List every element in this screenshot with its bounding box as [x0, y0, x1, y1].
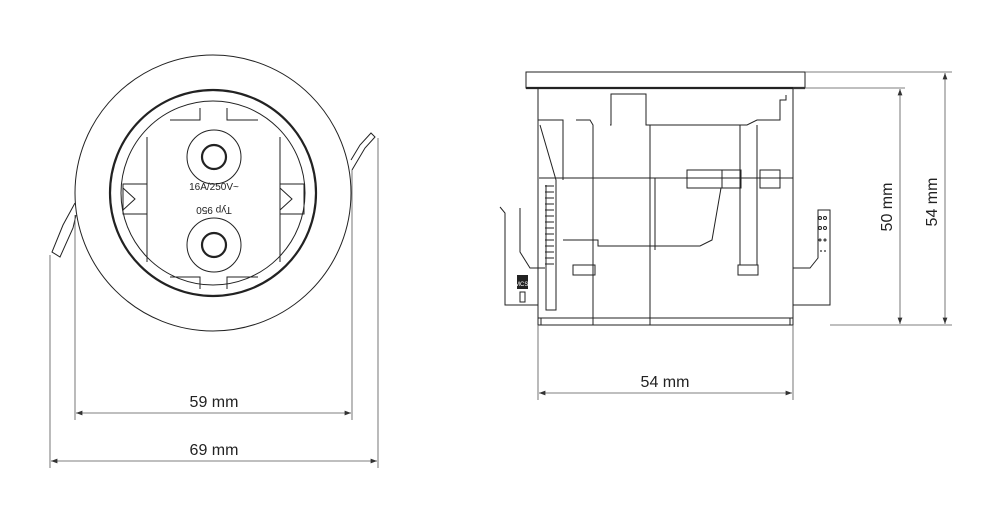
- clamp-tabs: [51, 132, 376, 258]
- socket-ring-inner: [120, 100, 306, 286]
- dim-label-69: 69 mm: [190, 442, 239, 459]
- rating-label: 16A/250V~: [189, 182, 239, 193]
- dim-label-body-height: 50 mm: [879, 183, 896, 232]
- side-view: MCSI 54 mm 50 mm 54 mm: [499, 71, 952, 400]
- pin-hole-bottom: [186, 217, 242, 273]
- extension-lines: [49, 138, 379, 468]
- front-view: 16A/250V~ Typ 950 59 mm 69 mm: [49, 54, 379, 468]
- dim-label-59: 59 mm: [190, 394, 239, 411]
- spring: [545, 185, 554, 265]
- dim-label-total-height: 54 mm: [924, 178, 941, 227]
- pin-hole-top: [186, 129, 242, 185]
- type-label: Typ 950: [196, 204, 232, 215]
- outer-flange: [74, 54, 352, 332]
- clip-marking: MCSI: [515, 282, 530, 288]
- dim-label-width: 54 mm: [641, 374, 690, 391]
- extension-lines: [537, 71, 952, 400]
- socket-ring: [108, 88, 318, 298]
- clamp-right: [793, 209, 831, 306]
- clamp-left: MCSI: [499, 206, 545, 306]
- socket-face: 16A/250V~ Typ 950: [122, 108, 305, 289]
- body-outline: [537, 88, 794, 326]
- top-flange: [525, 71, 806, 89]
